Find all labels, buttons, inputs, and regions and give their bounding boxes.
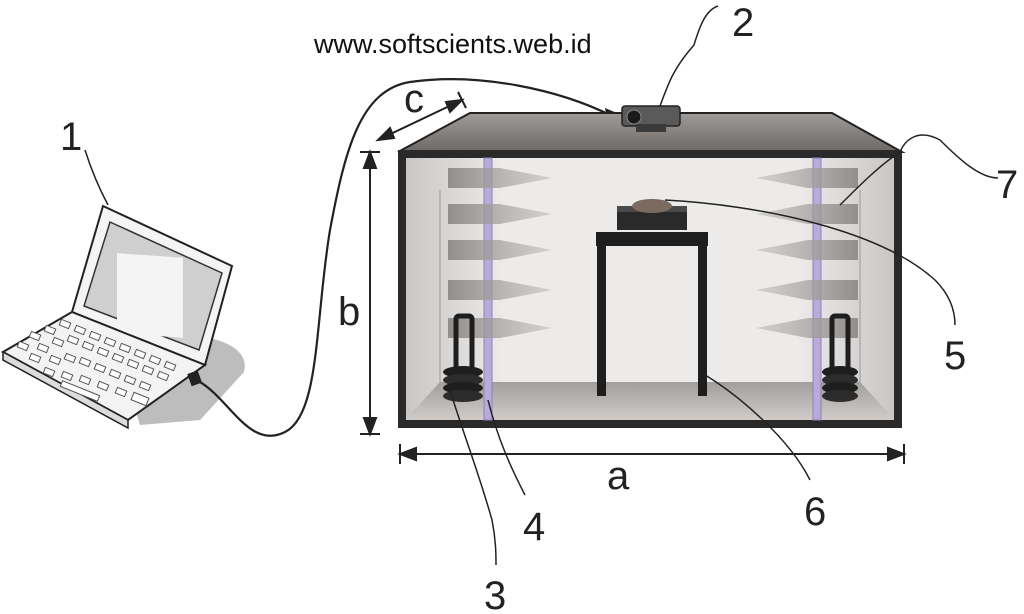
usb-cable (199, 78, 613, 437)
leader-1 (84, 149, 109, 206)
leader-7-to-lamp (839, 151, 901, 206)
dimension-b (360, 149, 380, 437)
box-front-frame (398, 150, 902, 428)
label-b: b (338, 290, 360, 334)
camera-base (636, 124, 666, 132)
camera (621, 105, 681, 132)
sample-tray (617, 210, 687, 230)
table-leg-left (597, 246, 606, 396)
dimension-c (375, 91, 467, 142)
sample-table (596, 232, 708, 396)
light-beams-left (448, 168, 552, 338)
leader-2 (659, 5, 719, 107)
label-c: c (404, 77, 424, 121)
heater-left (443, 313, 483, 402)
label-2: 2 (732, 1, 754, 45)
camera-lens (626, 109, 642, 125)
label-a: a (607, 454, 630, 498)
watermark-text: www.softscients.web.id (313, 29, 592, 59)
label-1: 1 (60, 115, 82, 159)
table-leg-right (698, 246, 707, 396)
sample-object (632, 199, 672, 213)
label-6: 6 (804, 490, 826, 534)
leader-lines (84, 5, 999, 566)
label-5: 5 (944, 334, 966, 378)
label-7: 7 (996, 163, 1018, 207)
leader-7 (899, 134, 999, 179)
usb-plug (187, 370, 203, 387)
label-4: 4 (523, 505, 545, 549)
heater-right (822, 313, 858, 402)
box-floor (405, 382, 895, 420)
leader-5 (664, 199, 956, 326)
label-3: 3 (484, 574, 506, 614)
laptop-keyboard (16, 318, 177, 407)
table-top (596, 232, 708, 246)
leader-6 (699, 371, 811, 481)
leader-3 (449, 389, 497, 566)
leader-4 (487, 399, 526, 496)
sample-holder (617, 199, 687, 230)
dimension-a (397, 444, 907, 464)
laptop (0, 204, 245, 430)
laptop-screen-highlight (117, 253, 183, 338)
